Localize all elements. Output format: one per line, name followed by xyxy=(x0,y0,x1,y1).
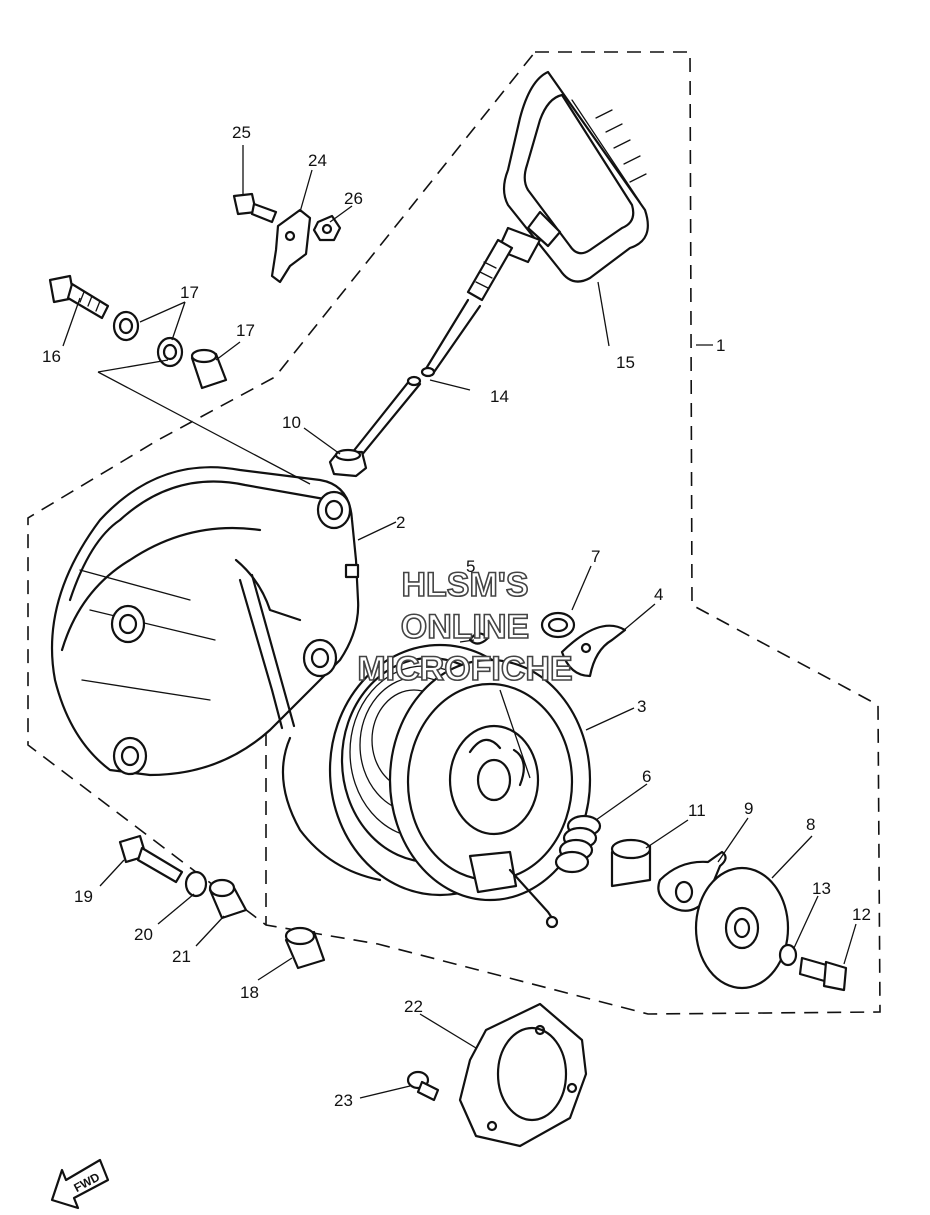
collar-21 xyxy=(208,878,248,920)
callout-20: 20 xyxy=(134,925,153,944)
callout-14: 14 xyxy=(490,387,509,406)
callout-21: 21 xyxy=(172,947,191,966)
rope-guide xyxy=(328,448,368,478)
callout-26: 26 xyxy=(344,189,363,208)
collar-18 xyxy=(112,310,184,368)
callout-25: 25 xyxy=(232,123,251,142)
compression-spring xyxy=(554,814,602,874)
bolt-19 xyxy=(118,834,184,884)
callout-5: 5 xyxy=(466,557,475,576)
callout-10: 10 xyxy=(282,413,301,432)
callout-7: 7 xyxy=(591,547,600,566)
pulley-cover-22 xyxy=(458,1002,588,1148)
callout-11: 11 xyxy=(688,801,706,820)
pawl xyxy=(560,624,627,678)
bolt-25 xyxy=(232,192,278,224)
callout-12: 12 xyxy=(852,905,871,924)
callout-23: 23 xyxy=(334,1091,353,1110)
callout-13: 13 xyxy=(812,879,831,898)
callout-15: 15 xyxy=(616,353,635,372)
watermark-line-2: ONLINE xyxy=(401,608,529,646)
fwd-arrow-marker: FWD xyxy=(50,1158,110,1210)
callout-4: 4 xyxy=(654,585,663,604)
watermark-line-3: MICROFICHE xyxy=(357,650,572,688)
callout-2: 2 xyxy=(396,513,405,532)
callout-labels: 25 24 26 17 17 16 10 2 14 15 1 5 7 4 3 6… xyxy=(42,123,871,1110)
callout-6: 6 xyxy=(642,767,651,786)
callout-8: 8 xyxy=(806,815,815,834)
callout-17-bottom: 18 xyxy=(240,983,259,1002)
nut-26 xyxy=(312,214,342,242)
callout-22: 22 xyxy=(404,997,423,1016)
callout-18: 17 xyxy=(180,283,199,302)
callout-19: 19 xyxy=(74,887,93,906)
callout-9: 9 xyxy=(744,799,753,818)
callout-16: 16 xyxy=(42,347,61,366)
starter-case xyxy=(50,466,360,777)
rope-loop xyxy=(281,736,382,882)
friction-plate xyxy=(694,866,790,990)
bushing-17-bottom xyxy=(284,926,326,970)
sheave-drum xyxy=(328,643,592,929)
watermark: HLSM'S ONLINE MICROFICHE xyxy=(357,565,574,689)
bolt-16 xyxy=(48,274,110,320)
collar xyxy=(540,611,576,639)
drive-collar xyxy=(610,838,652,888)
bushing-17-top xyxy=(190,348,228,390)
assembly-boundary-dashed xyxy=(27,51,881,1015)
watermark-line-1: HLSM'S xyxy=(401,566,528,604)
callout-17-top: 17 xyxy=(236,321,255,340)
drive-plate xyxy=(657,850,727,912)
starter-handle xyxy=(496,70,649,283)
callout-3: 3 xyxy=(637,697,646,716)
pawl-spring xyxy=(468,632,490,645)
pawl-hole xyxy=(580,642,592,654)
washer-20 xyxy=(184,870,208,898)
bolt-12 xyxy=(798,956,848,992)
leader-lines xyxy=(62,145,857,1099)
callout-1: 1 xyxy=(716,336,725,355)
bracket-24 xyxy=(270,208,312,284)
screw-23 xyxy=(406,1070,440,1102)
starter-rope xyxy=(346,238,514,464)
callout-24: 24 xyxy=(308,151,327,170)
washer-13 xyxy=(778,943,798,967)
